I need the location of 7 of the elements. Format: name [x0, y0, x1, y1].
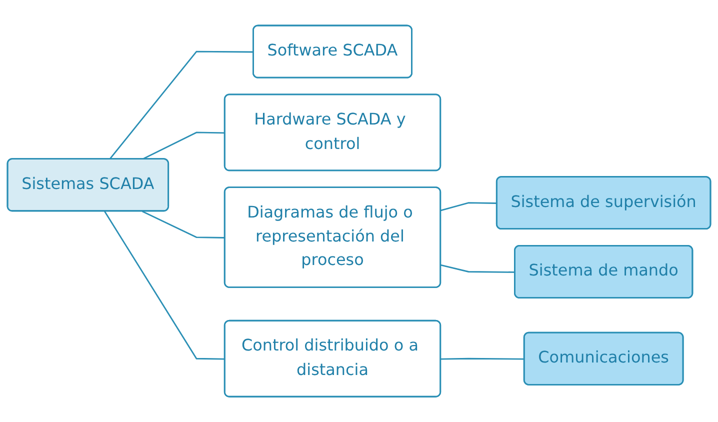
connector	[104, 210, 226, 360]
connector	[440, 358, 525, 360]
connector	[142, 132, 226, 160]
connector	[109, 50, 254, 160]
connector	[440, 202, 498, 212]
connector	[142, 210, 226, 238]
connector	[440, 264, 516, 273]
